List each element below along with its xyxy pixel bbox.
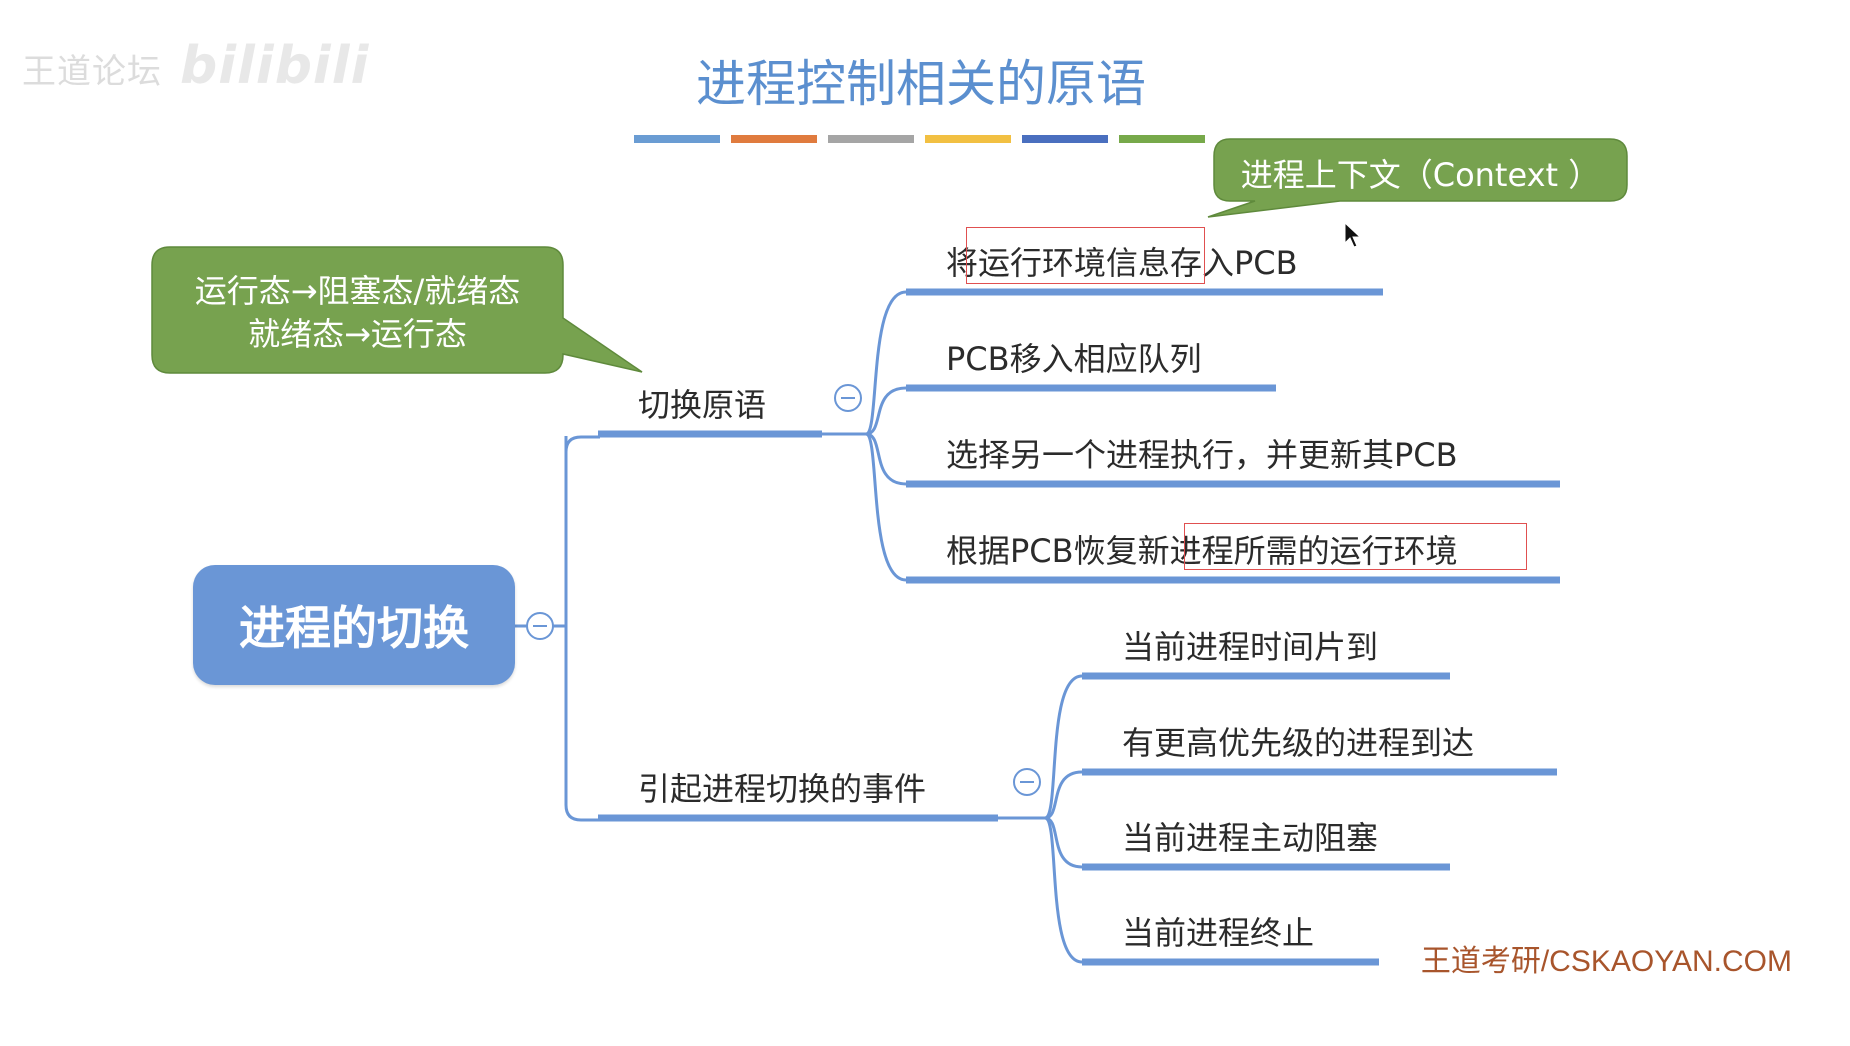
event-item-4: 当前进程终止 (1122, 914, 1315, 952)
states-callout-shape (151, 246, 643, 374)
title-color-bar (634, 135, 1205, 143)
switch-item-3: 选择另一个进程执行，并更新其PCB (946, 436, 1458, 474)
highlight-needed-env (1184, 523, 1527, 570)
event-item-3: 当前进程主动阻塞 (1122, 819, 1379, 857)
switch-collapse-toggle[interactable] (834, 384, 862, 412)
root-collapse-toggle[interactable] (526, 612, 554, 640)
title-bar-segment (731, 135, 817, 143)
mouse-pointer-icon (1344, 221, 1362, 248)
context-callout-shape (1207, 138, 1628, 218)
branch-switch-label: 切换原语 (638, 386, 767, 424)
context-callout-text: 进程上下文（Context ） (1240, 156, 1601, 194)
highlight-run-env (966, 227, 1205, 284)
title-bar-segment (828, 135, 914, 143)
title-bar-segment (1022, 135, 1108, 143)
event-item-1: 当前进程时间片到 (1122, 628, 1379, 666)
root-node-label: 进程的切换 (239, 601, 469, 655)
events-collapse-toggle[interactable] (1013, 768, 1041, 796)
states-callout-line2: 就绪态→运行态 (248, 315, 467, 353)
bilibili-logo: bilibili (180, 36, 370, 96)
switch-item-4: 根据PCB恢复新进程所需的运行环境 (946, 532, 1458, 570)
switch-item-2: PCB移入相应队列 (946, 340, 1202, 378)
watermark: 王道论坛 bilibili (22, 36, 369, 96)
title-bar-segment (925, 135, 1011, 143)
watermark-text: 王道论坛 (22, 52, 162, 92)
footer-brand: 王道考研/CSKAOYAN.COM (1420, 945, 1792, 978)
page-title-text: 进程控制相关的原语 (696, 55, 1146, 113)
title-bar-segment (634, 135, 720, 143)
switch-item-1: 将运行环境信息存入PCB (946, 244, 1298, 282)
event-item-2: 有更高优先级的进程到达 (1122, 724, 1475, 762)
root-node: 进程的切换 (193, 565, 515, 685)
states-callout-line1: 运行态→阻塞态/就绪态 (194, 272, 521, 310)
page-title: 进程控制相关的原语 (0, 44, 1850, 116)
branch-events-label: 引起进程切换的事件 (638, 770, 927, 808)
title-bar-segment (1119, 135, 1205, 143)
